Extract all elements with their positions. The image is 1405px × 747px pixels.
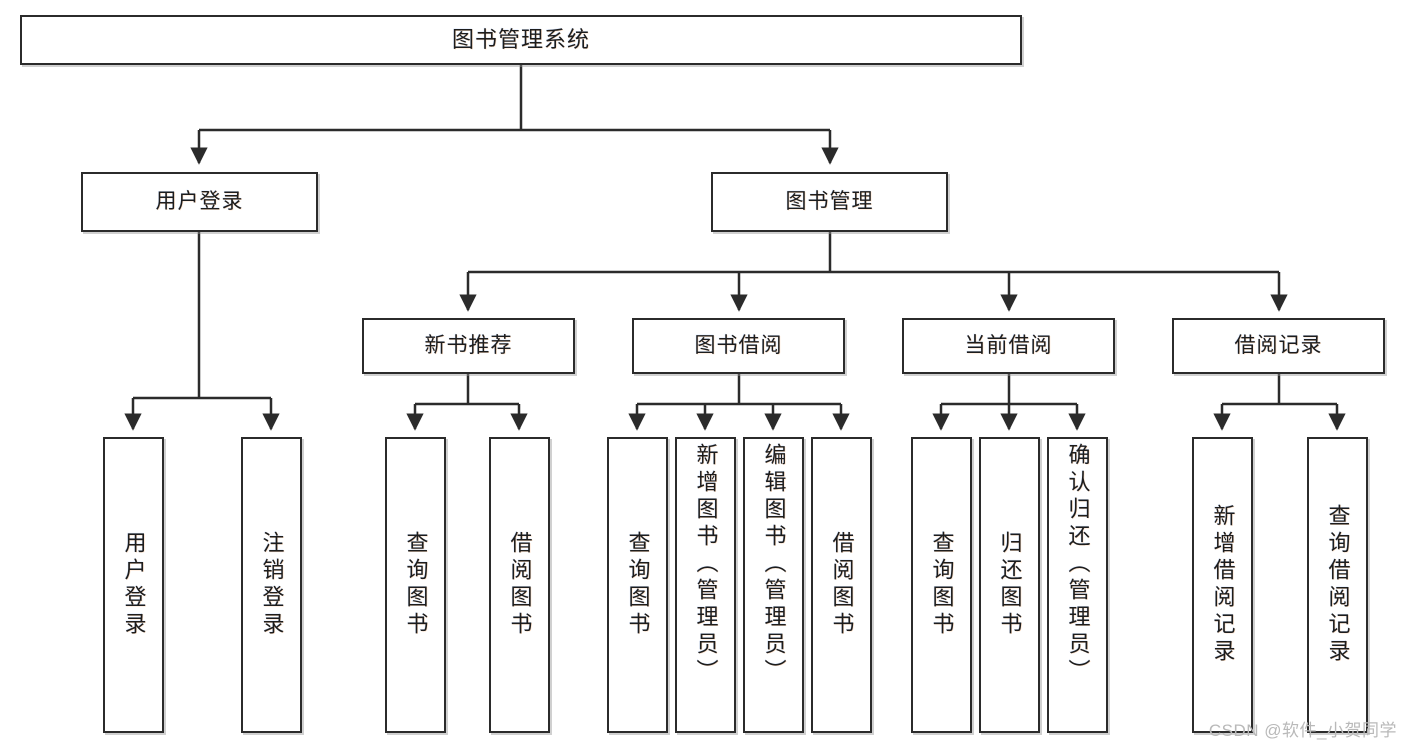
node-label: 新增图书（管理员）: [693, 443, 719, 686]
node-label: 借阅图书: [829, 531, 855, 639]
node-label: 借阅图书: [507, 531, 533, 639]
leaf-book-borrow-query-book[interactable]: 查询图书: [607, 437, 668, 733]
leaf-book-borrow-add-book-admin[interactable]: 新增图书（管理员）: [675, 437, 736, 733]
node-label: 图书借阅: [694, 333, 783, 357]
node-label: 确认归还（管理员）: [1065, 443, 1091, 686]
node-new-book-recommend[interactable]: 新书推荐: [362, 318, 575, 374]
node-label: 新书推荐: [424, 333, 513, 357]
leaf-borrow-record-add-record[interactable]: 新增借阅记录: [1192, 437, 1253, 733]
node-borrow-record[interactable]: 借阅记录: [1172, 318, 1385, 374]
leaf-user-login-logout[interactable]: 注销登录: [241, 437, 302, 733]
node-book-management[interactable]: 图书管理: [711, 172, 948, 232]
node-book-borrow[interactable]: 图书借阅: [632, 318, 845, 374]
leaf-borrow-record-query-record[interactable]: 查询借阅记录: [1307, 437, 1368, 733]
csdn-watermark: CSDN @软件_小贺同学: [1208, 721, 1397, 740]
node-label: 编辑图书（管理员）: [761, 443, 787, 686]
leaf-current-borrow-return-book[interactable]: 归还图书: [979, 437, 1040, 733]
node-label: 借阅记录: [1234, 333, 1323, 357]
leaf-new-book-query-book[interactable]: 查询图书: [385, 437, 446, 733]
node-label: 用户登录: [155, 189, 244, 213]
node-label: 查询图书: [625, 531, 651, 639]
node-label: 用户登录: [121, 531, 147, 639]
node-label: 注销登录: [259, 531, 285, 639]
node-label: 图书管理系统: [451, 27, 590, 53]
leaf-user-login-login[interactable]: 用户登录: [103, 437, 164, 733]
node-label: 查询借阅记录: [1325, 504, 1351, 666]
node-label: 图书管理: [785, 189, 874, 213]
node-label: 新增借阅记录: [1210, 504, 1236, 666]
node-user-login[interactable]: 用户登录: [81, 172, 318, 232]
leaf-current-borrow-confirm-return-admin[interactable]: 确认归还（管理员）: [1047, 437, 1108, 733]
leaf-current-borrow-query-book[interactable]: 查询图书: [911, 437, 972, 733]
node-label: 当前借阅: [964, 333, 1053, 357]
node-current-borrow[interactable]: 当前借阅: [902, 318, 1115, 374]
leaf-book-borrow-borrow-book[interactable]: 借阅图书: [811, 437, 872, 733]
leaf-new-book-borrow-book[interactable]: 借阅图书: [489, 437, 550, 733]
leaf-book-borrow-edit-book-admin[interactable]: 编辑图书（管理员）: [743, 437, 804, 733]
node-book-management-system[interactable]: 图书管理系统: [20, 15, 1022, 65]
node-label: 查询图书: [403, 531, 429, 639]
node-label: 查询图书: [929, 531, 955, 639]
node-label: 归还图书: [997, 531, 1023, 639]
